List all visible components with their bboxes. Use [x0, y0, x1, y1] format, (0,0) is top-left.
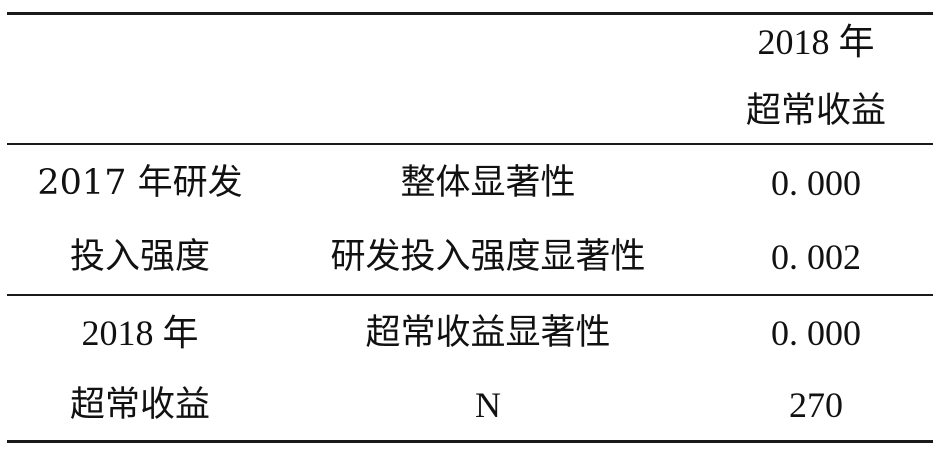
- header-col3-line2: 超常收益: [745, 91, 887, 131]
- table-top-rule: [7, 12, 933, 15]
- header-rule: [7, 143, 933, 145]
- header-col3-line1: 2018 年: [757, 22, 875, 62]
- table-row-value: 0. 000: [771, 163, 861, 203]
- table-row-value: 0. 000: [771, 313, 861, 353]
- group2-label-line1: 2018 年: [81, 313, 199, 353]
- group1-label-line1: 2017 年研发: [37, 163, 243, 203]
- table-row-value: 270: [789, 385, 843, 425]
- group-divider-rule: [7, 294, 933, 296]
- table-row-metric: 整体显著性: [400, 163, 576, 203]
- table-row-value: 0. 002: [771, 237, 861, 277]
- table-row-metric: N: [475, 385, 501, 425]
- group1-label-line2: 投入强度: [69, 237, 211, 277]
- table-row-metric: 研发投入强度显著性: [330, 237, 646, 277]
- group2-label-line2: 超常收益: [69, 385, 211, 425]
- table-bottom-rule: [7, 440, 933, 443]
- table-row-metric: 超常收益显著性: [365, 313, 611, 353]
